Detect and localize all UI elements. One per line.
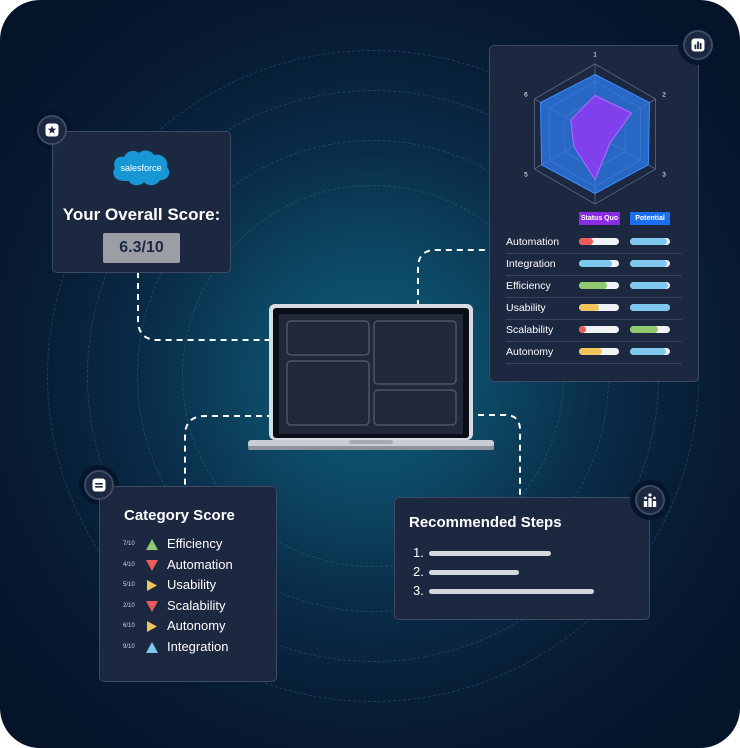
comparison-row: Automation: [506, 231, 682, 254]
comparison-row: Integration: [506, 253, 682, 276]
category-score-card: Category Score 7/10 Efficiency 4/10 Automat…: [99, 486, 277, 682]
potential-fill: [630, 304, 670, 311]
trend-down-icon: [146, 559, 158, 571]
radar-axis-label: 1: [593, 52, 597, 59]
comparison-row-label: Usability: [506, 302, 546, 314]
legend-potential: Potential: [630, 212, 670, 225]
laptop-illustration: [248, 304, 494, 450]
comparison-row: Usability: [506, 297, 682, 320]
recommended-step: 2.: [413, 564, 613, 582]
category-item: 4/10 Automation: [123, 557, 273, 577]
trend-right-icon: [147, 621, 157, 632]
category-score-value: 2/10: [123, 602, 135, 609]
potential-fill: [630, 282, 668, 289]
salesforce-logo: salesforce: [113, 150, 170, 186]
step-number: 1.: [413, 545, 424, 560]
radar-chart: 123456: [524, 52, 666, 205]
overall-score-card: salesforce Your Overall Score: 6.3/10: [52, 131, 231, 273]
potential-fill: [630, 260, 667, 267]
status-quo-bar: [579, 282, 619, 289]
step-placeholder-line: [429, 551, 551, 556]
recommended-step: 3.: [413, 583, 613, 601]
podium-icon: [643, 493, 657, 507]
category-item: 6/10 Autonomy: [123, 618, 273, 638]
potential-bar: [630, 260, 670, 267]
star-icon: [45, 123, 59, 137]
status-quo-fill: [579, 282, 607, 289]
comparison-row-label: Efficiency: [506, 280, 551, 292]
trend-right-icon: [147, 580, 157, 591]
status-quo-fill: [579, 238, 593, 245]
comparison-row-label: Integration: [506, 258, 556, 270]
message-icon: [92, 478, 106, 492]
chart-badge: [683, 30, 713, 60]
comparison-row-label: Automation: [506, 236, 560, 248]
step-placeholder-line: [429, 570, 519, 575]
radar-axis-label: 2: [662, 92, 666, 99]
status-quo-bar: [579, 304, 619, 311]
category-name: Autonomy: [167, 618, 226, 633]
recommended-steps-title: Recommended Steps: [409, 514, 562, 531]
trend-up-icon: [146, 641, 158, 653]
category-score-value: 4/10: [123, 561, 135, 568]
legend-status-quo: Status Quo: [579, 212, 620, 225]
potential-bar: [630, 238, 670, 245]
status-quo-bar: [579, 348, 619, 355]
category-name: Efficiency: [167, 536, 223, 551]
status-quo-fill: [579, 260, 612, 267]
status-quo-fill: [579, 348, 603, 355]
step-placeholder-line: [429, 589, 594, 594]
comparison-row-label: Autonomy: [506, 346, 554, 358]
potential-fill: [630, 238, 667, 245]
comparison-row: Efficiency: [506, 275, 682, 298]
comparison-row: Scalability: [506, 319, 682, 342]
category-name: Scalability: [167, 597, 226, 613]
radar-series-area: [570, 94, 633, 181]
category-score-value: 7/10: [123, 541, 135, 547]
trend-down-icon: [146, 600, 158, 612]
potential-bar: [630, 326, 670, 333]
category-name: Automation: [167, 556, 233, 572]
status-quo-bar: [579, 238, 619, 245]
recommended-step: 1.: [413, 545, 613, 563]
trend-up-icon: [146, 539, 158, 550]
potential-bar: [630, 348, 670, 355]
potential-fill: [630, 326, 658, 333]
category-item: 7/10 Efficiency: [123, 536, 273, 556]
comparison-card: 123456 Status Quo Potential AutomationIn…: [489, 45, 699, 382]
status-quo-fill: [579, 326, 587, 333]
category-name: Usability: [167, 577, 217, 592]
radar-axis-label: 3: [662, 171, 666, 178]
category-score-title: Category Score: [124, 507, 235, 524]
radar-axis-label: 5: [524, 171, 528, 178]
category-name: Integration: [167, 638, 229, 654]
star-badge: [37, 115, 67, 145]
step-number: 3.: [413, 583, 424, 598]
category-item: 2/10 Scalability: [123, 598, 273, 618]
category-score-value: 9/10: [123, 643, 135, 650]
comparison-row-label: Scalability: [506, 324, 554, 336]
bar-chart-icon: [691, 38, 705, 52]
category-score-value: 6/10: [123, 623, 135, 629]
steps-badge: [635, 485, 665, 515]
overall-score-value: 6.3/10: [103, 233, 180, 263]
potential-fill: [630, 348, 666, 355]
overall-score-title: Your Overall Score:: [62, 205, 221, 224]
potential-bar: [630, 304, 670, 311]
potential-bar: [630, 282, 670, 289]
status-quo-fill: [579, 304, 599, 311]
category-item: 9/10 Integration: [123, 639, 273, 659]
recommended-steps-card: Recommended Steps 1. 2. 3.: [394, 497, 650, 620]
salesforce-wordmark: salesforce: [120, 163, 161, 173]
category-item: 5/10 Usability: [123, 577, 273, 597]
status-quo-bar: [579, 260, 619, 267]
radar-axis-label: 6: [524, 92, 528, 99]
step-number: 2.: [413, 564, 424, 579]
list-badge: [84, 470, 114, 500]
comparison-row: Autonomy: [506, 341, 682, 364]
category-score-value: 5/10: [123, 582, 135, 588]
status-quo-bar: [579, 326, 619, 333]
